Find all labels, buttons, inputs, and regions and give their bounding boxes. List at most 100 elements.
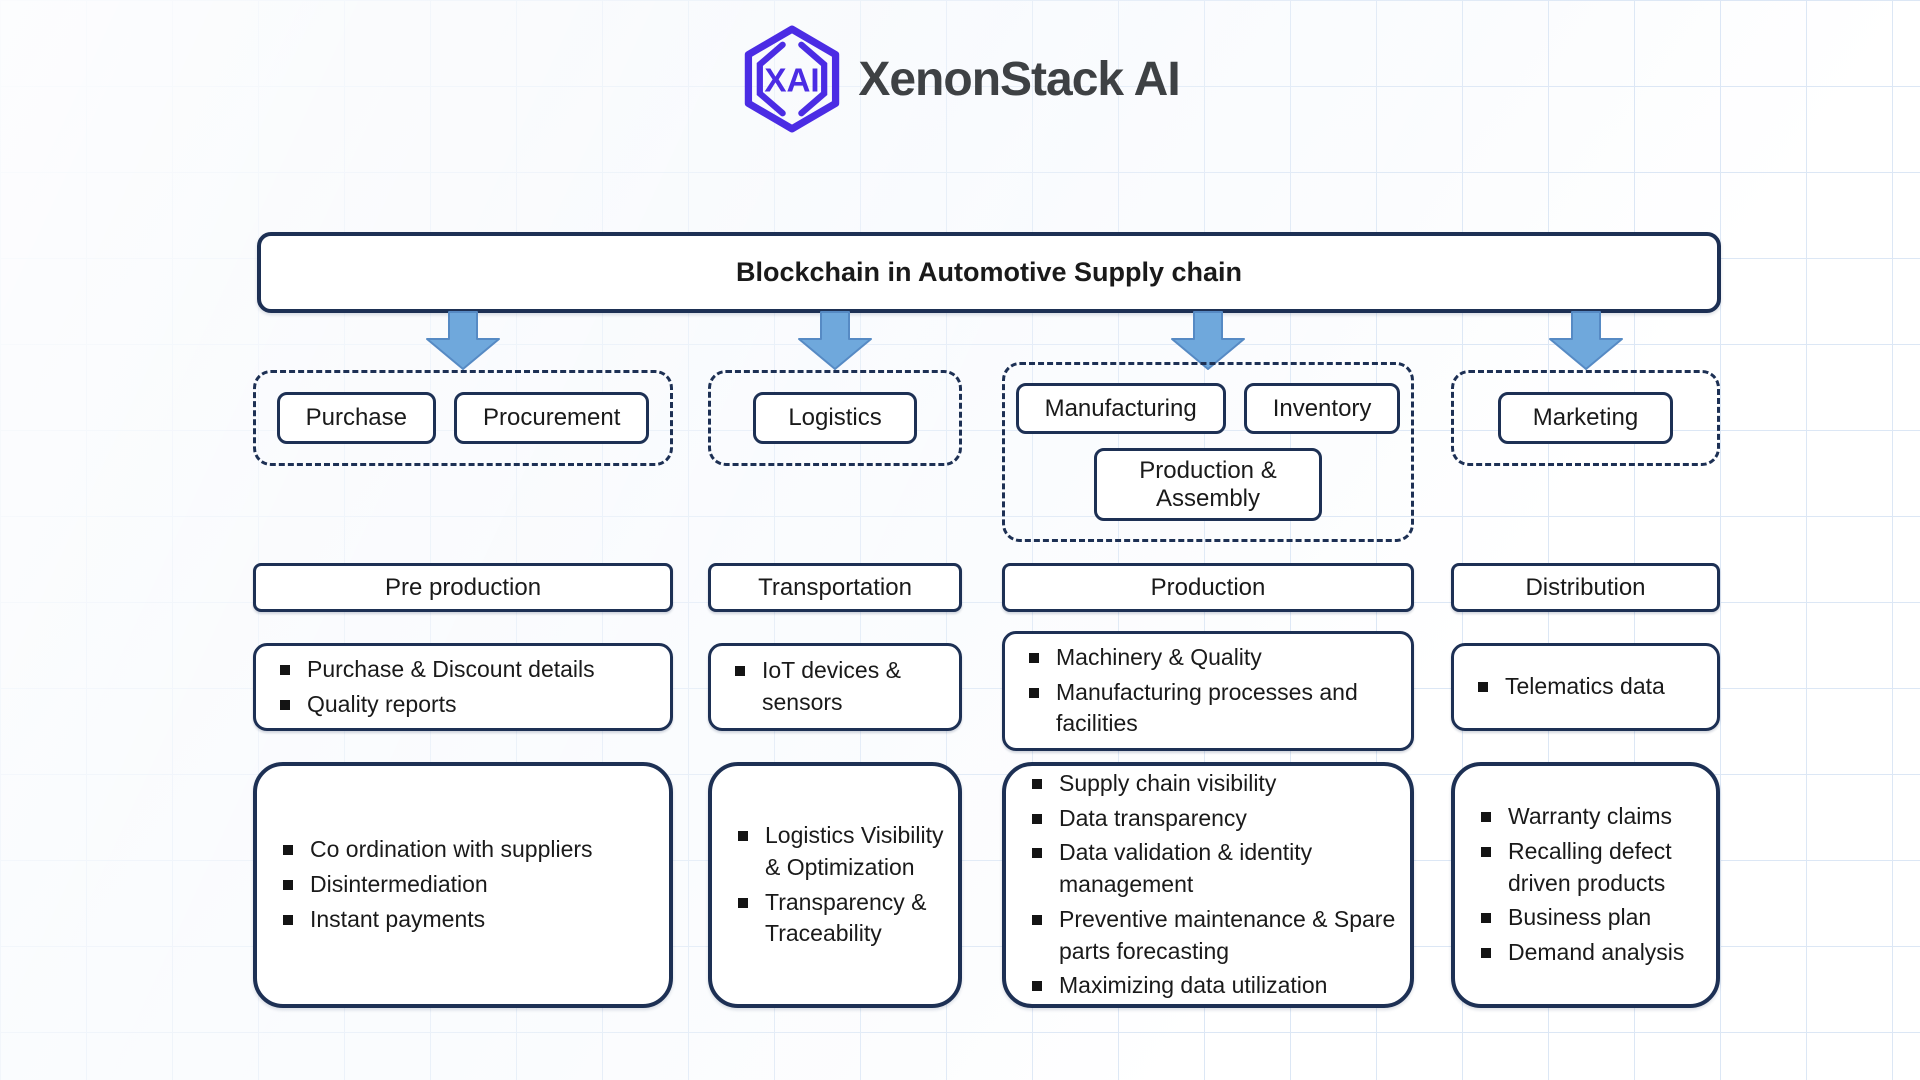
bullet-list: IoT devices & sensors <box>735 655 949 718</box>
list-item: Business plan <box>1481 902 1704 934</box>
list-item-text: Data validation & identity management <box>1059 839 1313 898</box>
stage-tag-label: Inventory <box>1272 394 1372 422</box>
list-item: Data transparency <box>1032 803 1398 835</box>
down-arrow-icon <box>797 311 873 371</box>
square-bullet-icon <box>1029 653 1039 663</box>
list-item: Instant payments <box>283 904 593 936</box>
square-bullet-icon <box>1032 914 1042 925</box>
square-bullet-icon <box>1481 812 1491 823</box>
list-item-text: Business plan <box>1508 904 1652 931</box>
list-item-text: Machinery & Quality <box>1056 644 1262 670</box>
list-item-text: Warranty claims <box>1508 803 1672 830</box>
stage-tag-label: Logistics <box>788 404 882 432</box>
list-item-text: Data transparency <box>1059 804 1247 831</box>
list-item: Recalling defect driven products <box>1481 836 1704 899</box>
stage-tag-label: Production & Assembly <box>1139 457 1277 512</box>
list-item: IoT devices & sensors <box>735 655 949 718</box>
stage-tag: Manufacturing <box>1015 382 1226 435</box>
list-item: Machinery & Quality <box>1029 642 1401 674</box>
diagram-title-box: Blockchain in Automotive Supply chain <box>257 232 1721 313</box>
square-bullet-icon <box>1032 813 1042 824</box>
list-item-text: Logistics Visibility & Optimization <box>765 822 944 880</box>
stage-group-transportation: Logistics <box>708 370 962 466</box>
phase-label: Distribution <box>1525 573 1646 601</box>
square-bullet-icon <box>1032 981 1042 992</box>
down-arrow-icon <box>1170 311 1246 371</box>
square-bullet-icon <box>738 831 748 842</box>
svg-text:XAI: XAI <box>765 62 820 99</box>
stage-tag-label: Procurement <box>483 404 621 432</box>
square-bullet-icon <box>1481 913 1491 924</box>
brand-header: XAI XenonStack AI <box>0 24 1920 134</box>
square-bullet-icon <box>280 665 290 675</box>
list-item-text: Telematics data <box>1505 673 1665 700</box>
stage-tag: Marketing <box>1498 392 1673 444</box>
stage-tag: Logistics <box>752 392 918 444</box>
stage-tag-label: Manufacturing <box>1044 394 1197 422</box>
stage-tag-label: Purchase <box>305 404 407 432</box>
list-item-text: Instant payments <box>310 905 486 932</box>
data-sources-transportation: IoT devices & sensors <box>708 643 962 731</box>
square-bullet-icon <box>283 880 293 891</box>
list-item-text: Disintermediation <box>310 871 488 898</box>
stage-tag-label: Marketing <box>1532 404 1639 432</box>
stage-tag: Production & Assembly <box>1094 448 1322 522</box>
phase-label: Production <box>1150 573 1266 601</box>
list-item: Warranty claims <box>1481 801 1704 833</box>
phase-pre-production: Pre production <box>253 563 673 612</box>
phase-distribution: Distribution <box>1451 563 1720 612</box>
list-item: Supply chain visibility <box>1032 768 1398 800</box>
list-item-text: Co ordination with suppliers <box>310 836 593 863</box>
phase-label: Pre production <box>384 573 542 601</box>
stage-group-distribution: Marketing <box>1451 370 1720 466</box>
list-item: Demand analysis <box>1481 937 1704 969</box>
stage-tag: Procurement <box>454 392 650 444</box>
list-item: Data validation & identity management <box>1032 837 1398 900</box>
list-item: Purchase & Discount details <box>280 654 595 686</box>
square-bullet-icon <box>1481 846 1491 857</box>
list-item-text: Supply chain visibility <box>1059 769 1277 796</box>
square-bullet-icon <box>283 914 293 925</box>
diagram-title: Blockchain in Automotive Supply chain <box>735 257 1243 287</box>
down-arrow-icon <box>1548 311 1624 371</box>
phase-transportation: Transportation <box>708 563 962 612</box>
list-item: Maximizing data utilization <box>1032 970 1398 1002</box>
list-item-text: Recalling defect driven products <box>1508 837 1672 896</box>
list-item-text: Maximizing data utilization <box>1059 972 1328 999</box>
list-item: Transparency & Traceability <box>738 887 946 950</box>
data-sources-distribution: Telematics data <box>1451 643 1720 731</box>
square-bullet-icon <box>1029 687 1039 698</box>
list-item: Preventive maintenance & Spare parts for… <box>1032 904 1398 967</box>
list-item-text: Transparency & Traceability <box>765 888 927 947</box>
list-item-text: Purchase & Discount details <box>307 656 595 682</box>
square-bullet-icon <box>738 897 748 908</box>
bullet-list: Telematics data <box>1478 671 1665 703</box>
square-bullet-icon <box>1481 948 1491 959</box>
xenonstack-logo-icon: XAI <box>745 25 840 133</box>
list-item-text: Preventive maintenance & Spare parts for… <box>1059 905 1396 964</box>
phase-label: Transportation <box>758 573 912 601</box>
down-arrow-icon <box>425 311 501 371</box>
list-item-text: IoT devices & sensors <box>762 657 901 715</box>
square-bullet-icon <box>735 666 745 677</box>
list-item: Telematics data <box>1478 671 1665 703</box>
stage-tag: Purchase <box>276 392 436 444</box>
square-bullet-icon <box>280 699 290 710</box>
square-bullet-icon <box>1478 682 1488 693</box>
square-bullet-icon <box>1032 848 1042 859</box>
list-item-text: Quality reports <box>307 690 457 717</box>
